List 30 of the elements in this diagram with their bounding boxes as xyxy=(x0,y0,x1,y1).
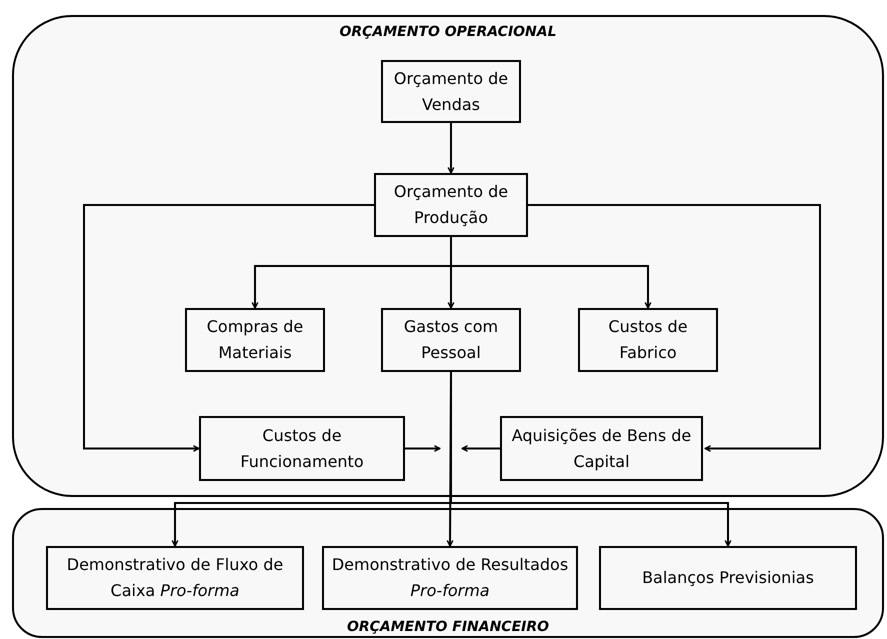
box-label: Aquisições de Bens de Capital xyxy=(510,424,692,472)
section-panel xyxy=(12,508,884,638)
box-label: Gastos com Pessoal xyxy=(402,316,500,364)
process-box xyxy=(185,308,325,372)
section-panel xyxy=(12,15,884,497)
box-label: Demonstrativo de Fluxo de Caixa Pro-forma xyxy=(66,554,284,602)
arrow xyxy=(405,445,441,452)
process-box xyxy=(322,546,578,610)
box-label: Orçamento de Vendas xyxy=(392,68,510,116)
arrow xyxy=(83,204,374,452)
process-box xyxy=(500,416,703,481)
arrow xyxy=(450,237,652,309)
box-label: Demonstrativo de Resultados Pro-forma xyxy=(330,554,570,602)
section-title: ORÇAMENTO FINANCEIRO xyxy=(346,618,550,636)
arrow xyxy=(461,445,500,452)
process-box xyxy=(46,546,304,610)
box-label: Orçamento de Produção xyxy=(392,181,510,229)
process-box xyxy=(374,173,528,237)
box-label: Custos de Fabrico xyxy=(607,316,689,364)
process-box xyxy=(381,308,521,372)
process-box xyxy=(599,546,857,610)
box-label: Balanços Previsionias xyxy=(642,567,814,589)
process-box xyxy=(578,308,718,372)
box-label: Custos de Funcionamento xyxy=(239,424,365,472)
arrow xyxy=(448,123,454,174)
process-box xyxy=(381,60,521,123)
box-label: Compras de Materiais xyxy=(206,316,304,364)
process-box xyxy=(199,416,405,481)
section-title: ORÇAMENTO OPERACIONAL xyxy=(338,23,558,41)
arrow xyxy=(528,204,821,452)
